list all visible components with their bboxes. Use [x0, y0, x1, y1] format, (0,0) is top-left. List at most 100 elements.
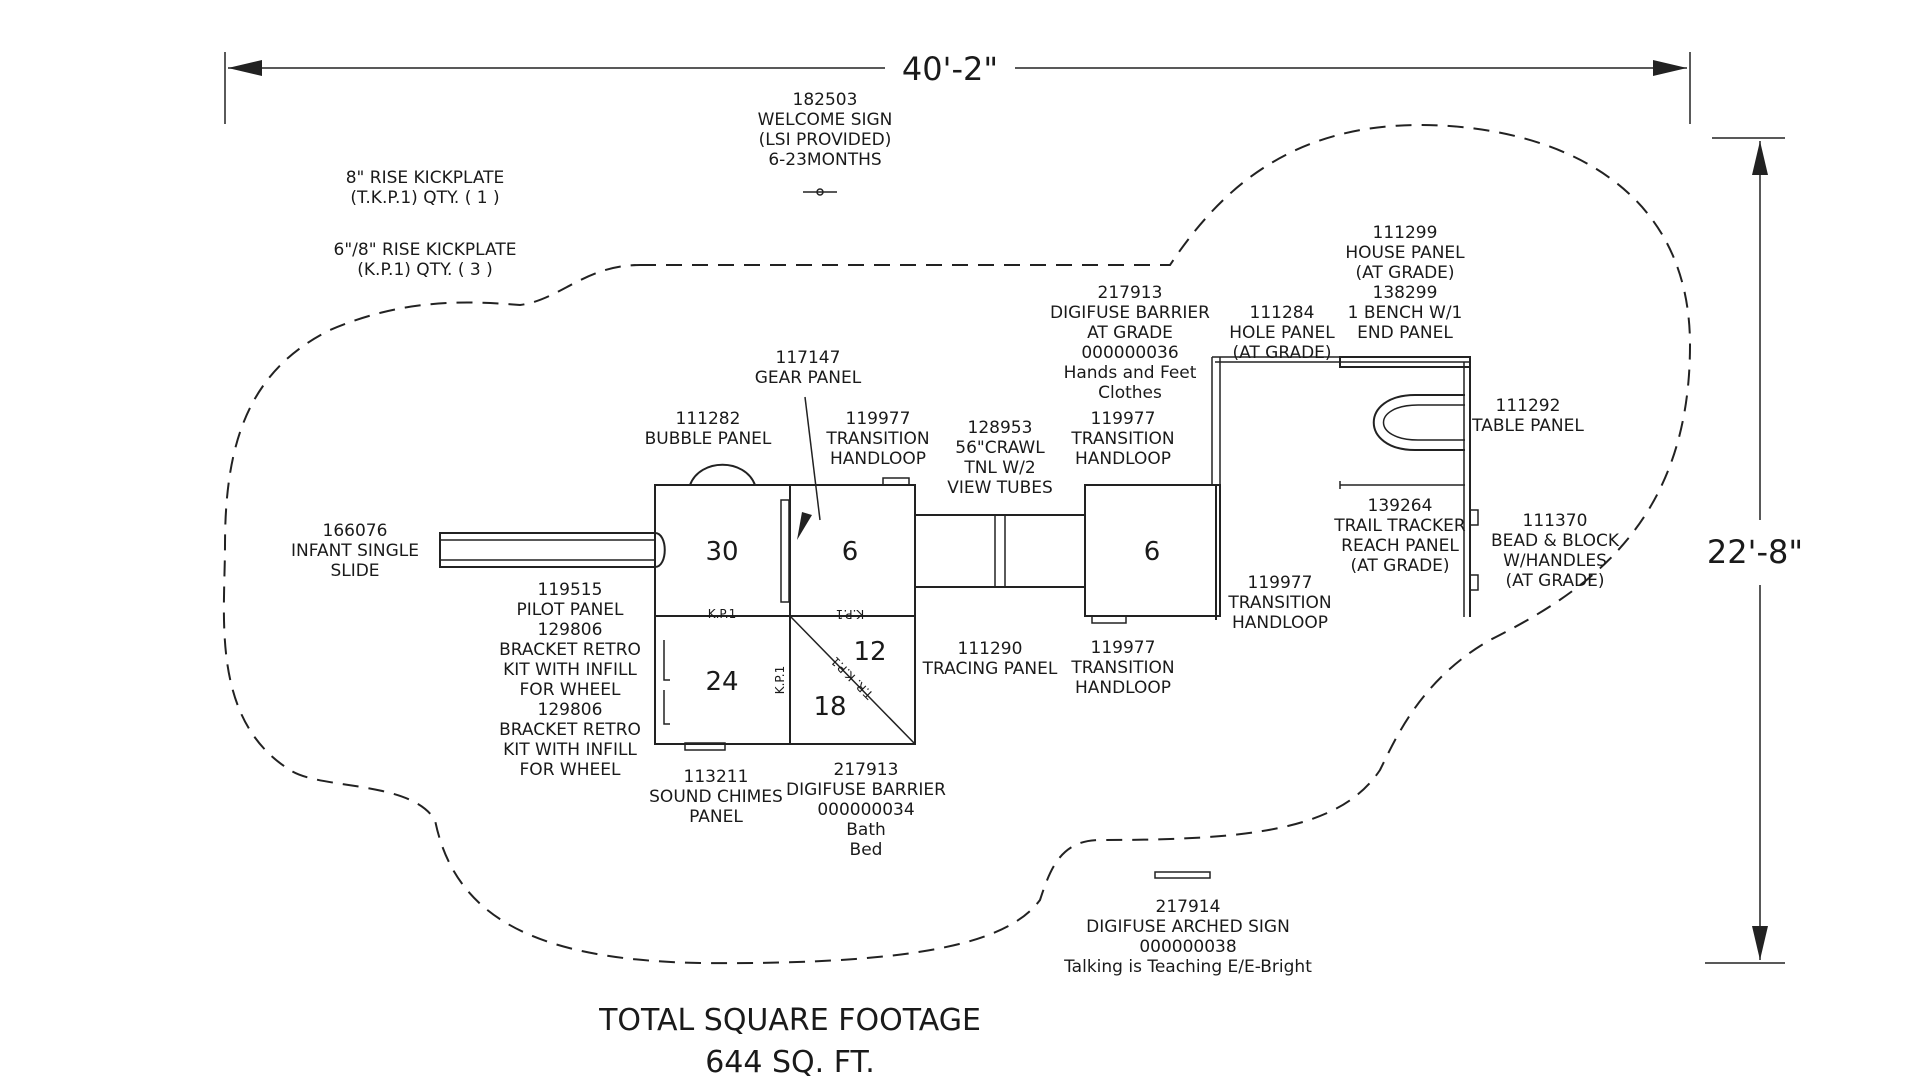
note-line: 139264	[1368, 496, 1433, 516]
note-line: WELCOME SIGN	[758, 110, 893, 130]
crawl-tunnel	[915, 514, 1085, 588]
note-line: HOUSE PANEL	[1345, 243, 1465, 263]
note-line: Bed	[850, 840, 883, 860]
kickplate-label-b: K.P.1	[836, 607, 865, 621]
welcome-sign-symbol	[803, 188, 837, 196]
note-line: 000000038	[1139, 937, 1236, 957]
note-line: HANDLOOP	[1075, 449, 1171, 469]
note-line: HOLE PANEL	[1229, 323, 1335, 343]
note-line: 119977	[1091, 638, 1156, 658]
note-line: TRANSITION	[1070, 429, 1174, 449]
platform-block	[654, 396, 916, 751]
note-line: Bath	[846, 820, 886, 840]
note-line: 6-23MONTHS	[768, 150, 881, 170]
height-dimension-label: 22'-8"	[1707, 533, 1803, 571]
total-footage-title: TOTAL SQUARE FOOTAGE	[598, 1003, 981, 1038]
note-line: 000000034	[817, 800, 914, 820]
platform-label-6b: 6	[1144, 537, 1161, 567]
bubble-dome	[689, 463, 756, 486]
note-line: 6"/8" RISE KICKPLATE	[334, 240, 517, 260]
note-line: END PANEL	[1357, 323, 1453, 343]
note-line: PILOT PANEL	[516, 600, 624, 620]
note-line: (AT GRADE)	[1505, 571, 1604, 591]
infant-slide	[439, 532, 666, 568]
note-line: BUBBLE PANEL	[645, 429, 772, 449]
note-line: 119977	[1091, 409, 1156, 429]
note-line: SLIDE	[330, 561, 379, 581]
note-kickplate-6-8: 6"/8" RISE KICKPLATE(K.P.1) QTY. ( 3 )	[334, 240, 517, 280]
note-line: 111284	[1250, 303, 1315, 323]
note-line: 113211	[684, 767, 749, 787]
note-line: TRAIL TRACKER	[1333, 516, 1466, 536]
note-line: 119515	[538, 580, 603, 600]
note-line: 111282	[676, 409, 741, 429]
note-line: GEAR PANEL	[755, 368, 862, 388]
total-footage-value: 644 SQ. FT.	[705, 1045, 875, 1080]
kickplate-label-c: K.P.1	[773, 666, 787, 695]
note-line: VIEW TUBES	[947, 478, 1053, 498]
width-dimension-label: 40'-2"	[902, 50, 998, 88]
note-line: 217913	[834, 760, 899, 780]
note-line: TRANSITION	[825, 429, 929, 449]
note-line: 111292	[1496, 396, 1561, 416]
note-line: HANDLOOP	[1232, 613, 1328, 633]
note-line: (T.K.P.1) QTY. ( 1 )	[350, 188, 499, 208]
note-line: (LSI PROVIDED)	[759, 130, 892, 150]
platform-label-6a: 6	[842, 537, 859, 567]
note-line: (K.P.1) QTY. ( 3 )	[357, 260, 492, 280]
platform-label-24: 24	[705, 667, 738, 697]
note-line: 119977	[1248, 573, 1313, 593]
note-line: SOUND CHIMES	[649, 787, 783, 807]
note-line: AT GRADE	[1087, 323, 1173, 343]
note-line: 166076	[323, 521, 388, 541]
note-line: KIT WITH INFILL	[503, 740, 637, 760]
note-line: 000000036	[1081, 343, 1178, 363]
width-dimension: 40'-2"	[224, 50, 1691, 124]
platform-label-18: 18	[813, 692, 846, 722]
note-line: HANDLOOP	[830, 449, 926, 469]
note-line: 1 BENCH W/1	[1348, 303, 1463, 323]
note-line: (AT GRADE)	[1232, 343, 1331, 363]
note-line: 119977	[846, 409, 911, 429]
annotations: 8" RISE KICKPLATE(T.K.P.1) QTY. ( 1 )6"/…	[291, 90, 1620, 977]
note-line: 129806	[538, 700, 603, 720]
note-line: 111299	[1373, 223, 1438, 243]
note-line: BEAD & BLOCK	[1491, 531, 1620, 551]
note-line: BRACKET RETRO	[499, 640, 641, 660]
note-line: 128953	[968, 418, 1033, 438]
note-line: Hands and Feet	[1064, 363, 1197, 383]
note-line: FOR WHEEL	[520, 760, 621, 780]
note-line: (AT GRADE)	[1355, 263, 1454, 283]
note-line: TABLE PANEL	[1471, 416, 1584, 436]
note-line: DIGIFUSE BARRIER	[786, 780, 946, 800]
note-line: 111370	[1523, 511, 1588, 531]
play-area-boundary	[222, 123, 1692, 965]
note-line: 217914	[1156, 897, 1221, 917]
note-line: 182503	[793, 90, 858, 110]
platform-label-12: 12	[853, 637, 886, 667]
house-panel-area	[1339, 356, 1479, 617]
note-line: Clothes	[1098, 383, 1162, 403]
note-line: TRANSITION	[1070, 658, 1174, 678]
platform-label-30: 30	[705, 537, 738, 567]
note-line: INFANT SINGLE	[291, 541, 419, 561]
note-line: W/HANDLES	[1503, 551, 1607, 571]
